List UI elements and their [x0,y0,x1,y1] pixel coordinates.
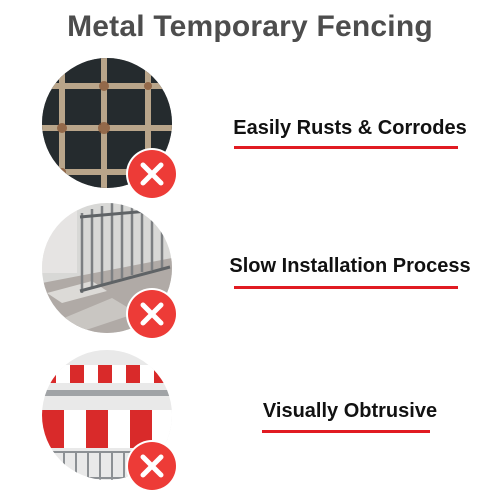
page-title: Metal Temporary Fencing [67,10,433,43]
item-underline [234,286,458,289]
x-icon [128,150,176,198]
x-icon [128,442,176,490]
item-underline [262,430,430,433]
item-underline [234,146,458,149]
item-label: Visually Obtrusive [262,400,438,422]
item-label: Easily Rusts & Corrodes [233,117,467,139]
item-label: Slow Installation Process [229,255,471,277]
x-icon [128,290,176,338]
rusted-grid-photo [42,58,172,188]
